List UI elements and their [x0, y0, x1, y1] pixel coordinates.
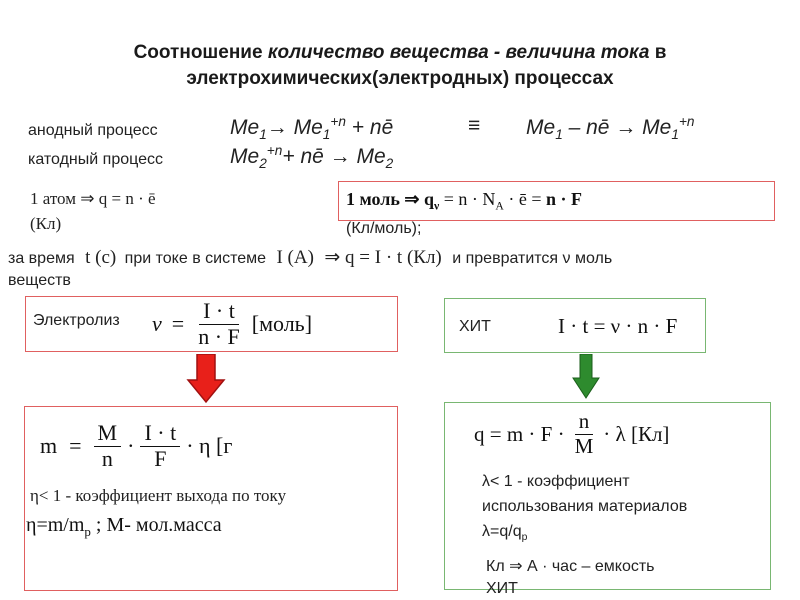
atom-line2: (Кл): [30, 214, 62, 233]
fraction-numerator: I · t: [199, 299, 239, 325]
mass-frac1-num: M: [93, 421, 122, 447]
title-italic: количество вещества - величина тока: [267, 42, 650, 63]
hit-label: ХИТ: [459, 318, 491, 335]
mole-equation: 1 моль ⇒ qν = n · NA · ē = n · F: [346, 189, 582, 213]
fraction-denominator: n · F: [198, 323, 240, 349]
electrolysis-formula: ν = I · t n · F [моль]: [152, 296, 312, 352]
page-title: Соотношение количество вещества - величи…: [0, 42, 800, 64]
mass-fraction-2: I · t F: [140, 421, 181, 471]
charge-tail: · λ [Кл]: [603, 421, 670, 446]
electrolysis-label: Электролиз: [33, 312, 120, 329]
page-title-line2: электрохимических(электродных) процессах: [186, 68, 614, 89]
time-statement-line1: за время t (с) при токе в системе I (А) …: [8, 246, 612, 269]
time-text-c: при токе в системе: [124, 250, 267, 267]
lambda-note-1: λ< 1 - коэффициент: [482, 473, 630, 490]
anode-label: анодный процесс: [28, 122, 158, 139]
mole-unit: (Кл/моль);: [346, 220, 422, 237]
mass-fraction-1: M n: [93, 421, 122, 471]
charge-frac-num: n: [574, 410, 594, 435]
mass-box: [24, 406, 398, 591]
lambda-note-2: использования материалов: [482, 498, 688, 515]
mole-box: [338, 181, 775, 221]
lambda-definition: λ=q/qр: [482, 523, 528, 544]
time-text-e: ⇒ q = I · t (Кл): [324, 247, 442, 268]
time-text-b: t (с): [85, 247, 117, 268]
charge-fraction: n M: [571, 410, 598, 457]
hit-formula: I · t = ν · n · F: [558, 314, 678, 338]
charge-box: [444, 402, 771, 590]
mass-formula: m = M n · I · t F · η [г: [40, 420, 233, 471]
charge-formula: q = m · F · n M · λ [Кл]: [474, 402, 669, 466]
anode-equation-right: Me1 – nē → Me1+n: [526, 114, 695, 143]
equiv-sign: ≡: [468, 114, 481, 137]
time-text-f: и превратится ν моль: [452, 250, 613, 267]
eta-note: η< 1 - коэффициент выхода по току: [30, 486, 287, 505]
title-end: в: [649, 42, 667, 63]
charge-q: q = m · F ·: [474, 421, 565, 446]
electrolysis-fraction: I · t n · F: [194, 299, 244, 349]
mass-frac2-num: I · t: [140, 421, 181, 447]
time-statement-line2: веществ: [8, 272, 71, 289]
capacity-line1: Кл ⇒ А · час – емкость: [486, 558, 655, 575]
unit-mol: [моль]: [251, 311, 313, 336]
mass-symbol: m: [40, 433, 58, 458]
mass-tail: · η [г: [186, 433, 233, 458]
electrolysis-box: [25, 296, 398, 352]
mass-frac2-den: F: [154, 445, 167, 471]
eta-definition: η=m/mр ; М- мол.масса: [26, 514, 222, 539]
title-bold: Соотношение: [133, 42, 268, 63]
mass-equals: =: [69, 433, 82, 458]
time-text-a: за время: [8, 250, 75, 267]
red-down-arrow-icon: [186, 354, 226, 404]
charge-frac-den: M: [574, 433, 594, 458]
atom-line1: 1 атом ⇒ q = n · ē: [30, 189, 156, 208]
equals-sign: =: [171, 311, 185, 336]
mass-frac1-den: n: [101, 445, 113, 471]
time-text-d: I (А): [276, 247, 314, 268]
cathode-label: катодный процесс: [28, 151, 163, 168]
capacity-line2: ХИТ: [486, 580, 518, 597]
green-down-arrow-icon: [572, 354, 600, 399]
anode-equation: Me1→ Me1+n + nē: [230, 114, 394, 143]
nu-symbol: ν: [152, 311, 162, 336]
hit-box: [444, 298, 706, 353]
cathode-equation: Me2+n+ nē → Me2: [230, 143, 394, 172]
